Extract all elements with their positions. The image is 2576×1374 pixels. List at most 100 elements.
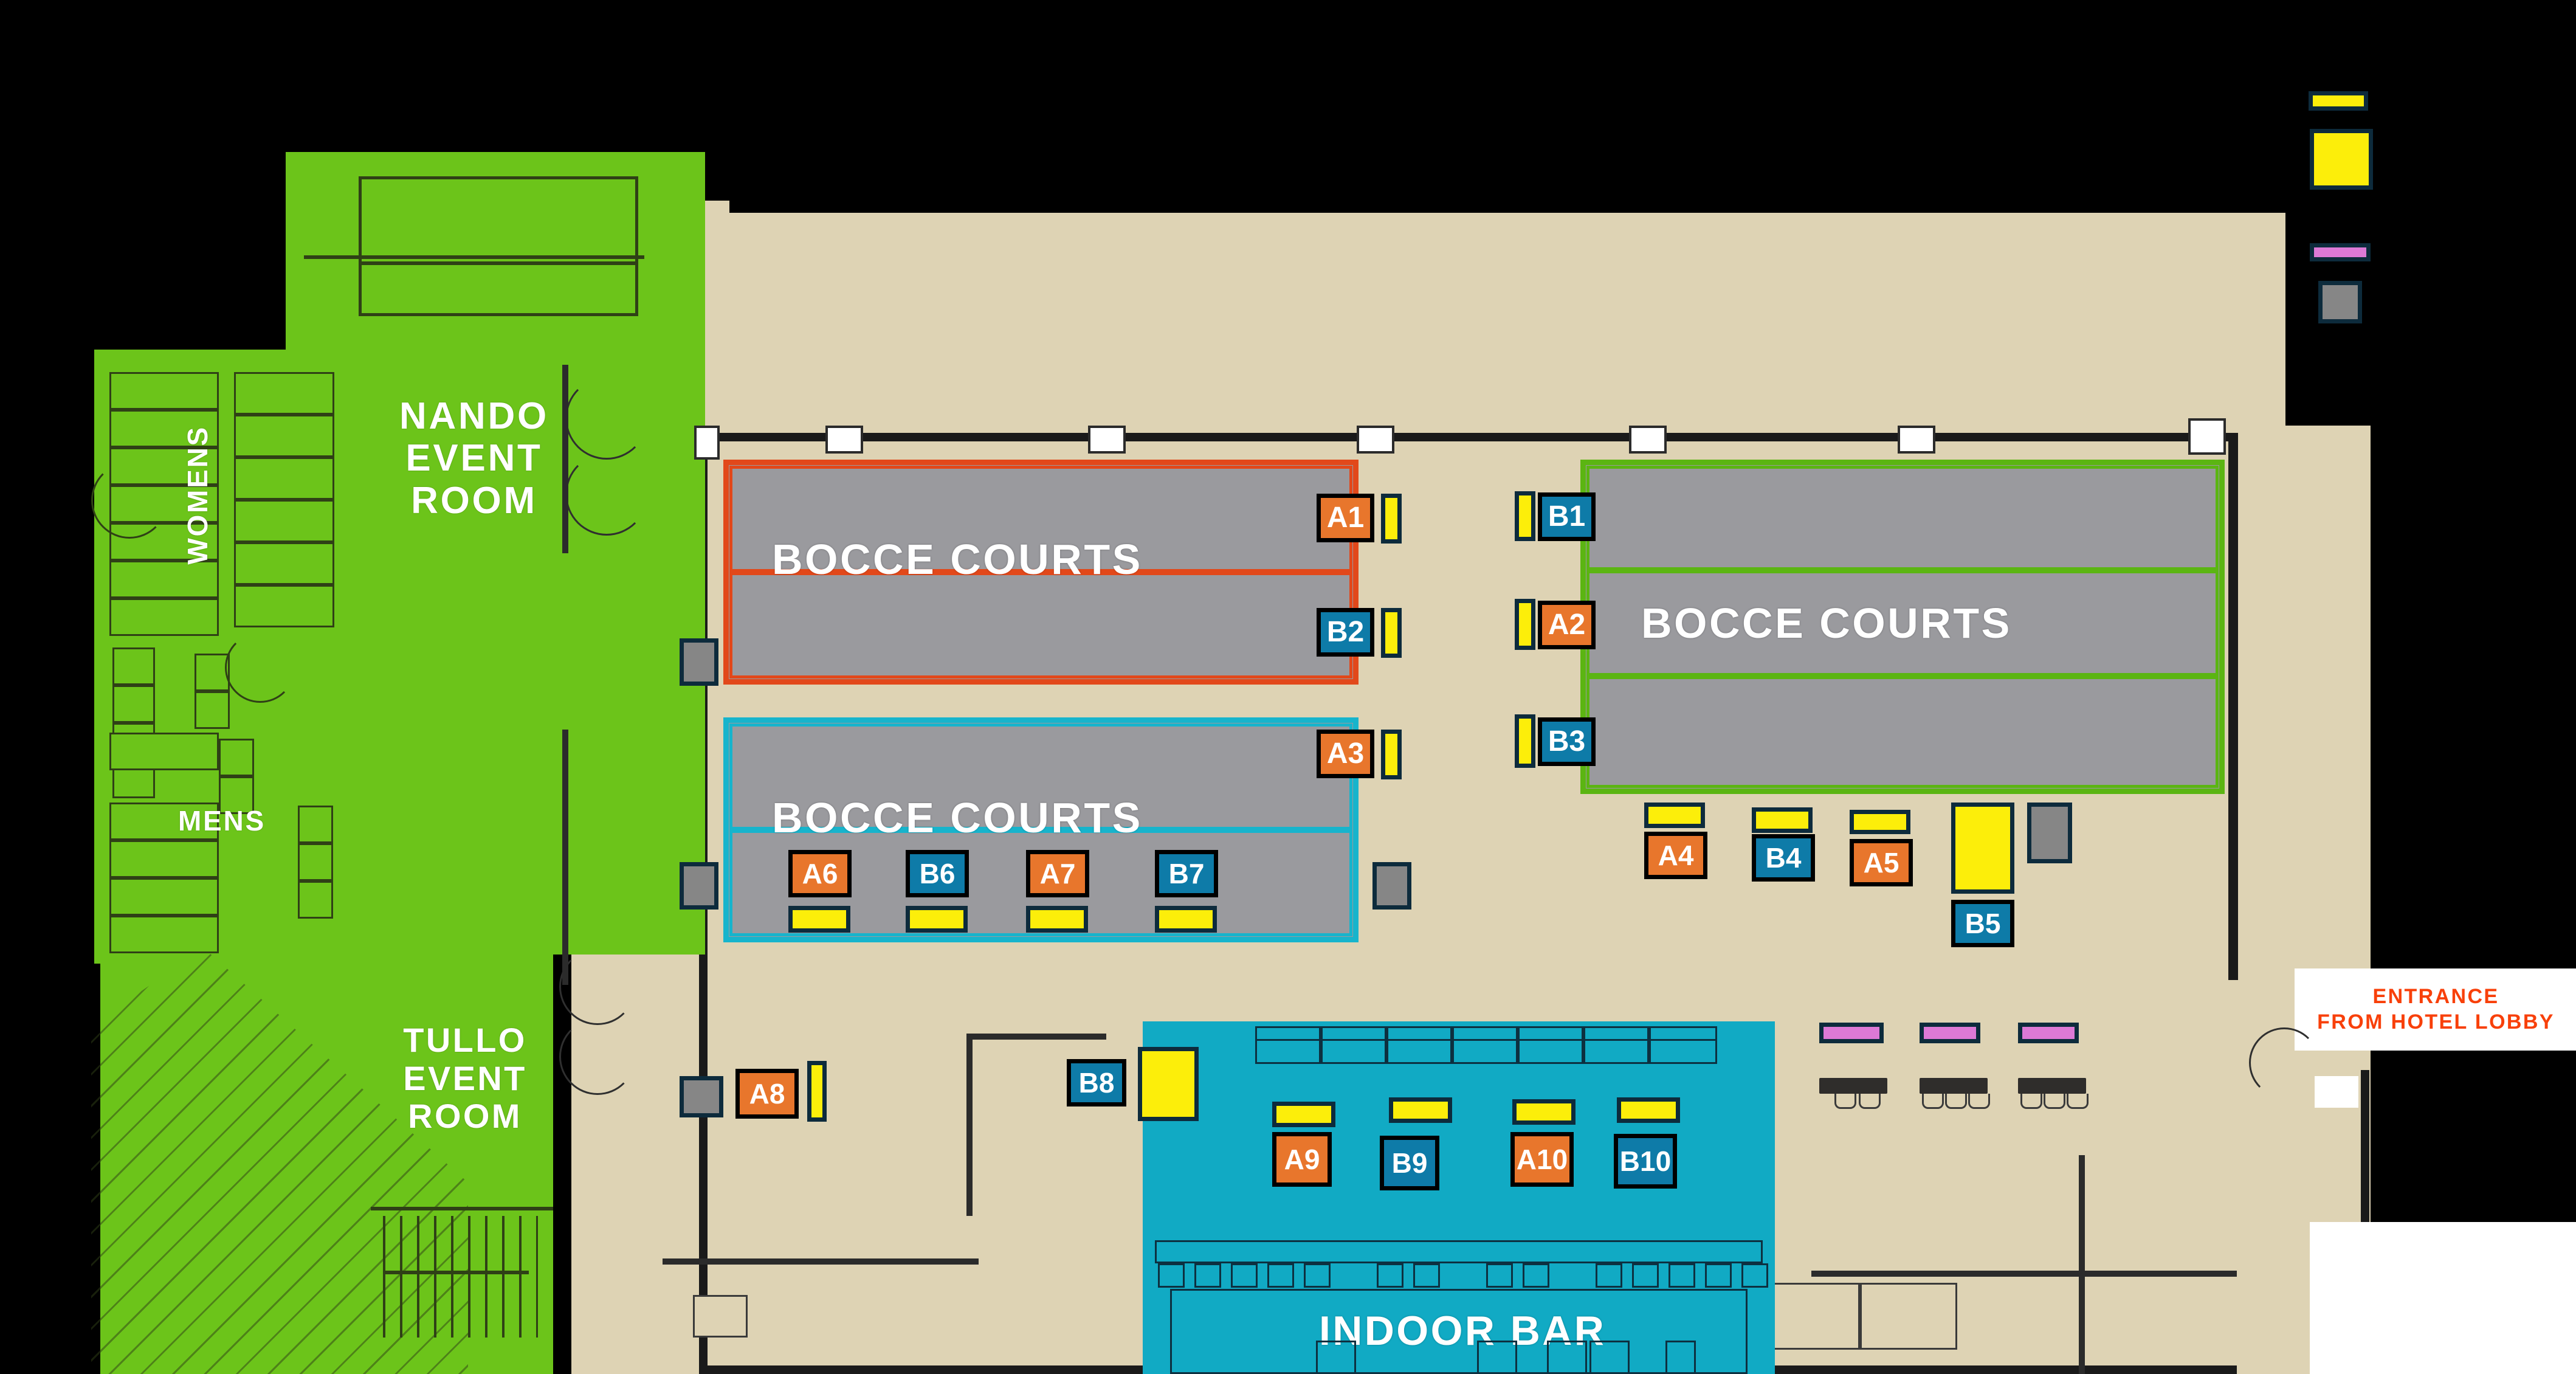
wall-equipment-box xyxy=(1357,426,1394,454)
marker-label: A8 xyxy=(749,1078,785,1110)
marker-A6[interactable]: A6 xyxy=(788,850,852,897)
yellow-marker[interactable] xyxy=(1617,1097,1680,1123)
yellow-marker[interactable] xyxy=(1512,1099,1576,1125)
womens-stall xyxy=(234,457,334,500)
lounge-chair xyxy=(1968,1094,1990,1109)
cabinet-row xyxy=(359,261,635,265)
womens-stall xyxy=(234,372,334,415)
bocce-lane[interactable] xyxy=(729,572,1352,678)
marker-label: B4 xyxy=(1765,842,1802,874)
pink-marker[interactable] xyxy=(2018,1023,2079,1043)
marker-label: A4 xyxy=(1658,840,1694,871)
yellow-marker[interactable] xyxy=(1381,608,1402,658)
bar-counter[interactable] xyxy=(1155,1240,1763,1263)
marker-A10[interactable]: A10 xyxy=(1510,1132,1574,1187)
marker-B6[interactable]: B6 xyxy=(906,850,969,897)
yellow-marker[interactable] xyxy=(1850,810,1910,834)
lounge-chair xyxy=(2044,1094,2065,1109)
bar-stool xyxy=(1523,1263,1549,1288)
marker-label: B10 xyxy=(1619,1145,1672,1177)
bar-service-unit xyxy=(1547,1341,1587,1374)
marker-A7[interactable]: A7 xyxy=(1026,850,1089,897)
yellow-marker[interactable] xyxy=(1381,730,1402,779)
marker-label: B1 xyxy=(1548,500,1586,533)
pink-marker[interactable] xyxy=(1819,1023,1884,1043)
bocce-lane[interactable] xyxy=(1586,570,2219,676)
marker-A3[interactable]: A3 xyxy=(1317,730,1374,778)
womens-stall xyxy=(234,542,334,585)
pink-marker[interactable] xyxy=(1920,1023,1980,1043)
yellow-marker[interactable] xyxy=(1381,494,1402,544)
marker-label: B6 xyxy=(919,858,956,889)
nando-interior-partition xyxy=(359,176,638,316)
womens-stall xyxy=(109,561,219,598)
bottom-detail-box xyxy=(1860,1283,1957,1350)
marker-B7[interactable]: B7 xyxy=(1155,850,1218,897)
legend-pink-bar[interactable] xyxy=(2310,243,2371,261)
womens-stall xyxy=(234,415,334,457)
bocce-lane[interactable] xyxy=(729,466,1352,572)
marker-A2[interactable]: A2 xyxy=(1538,601,1596,649)
marker-B2[interactable]: B2 xyxy=(1317,608,1374,657)
yellow-marker[interactable] xyxy=(1752,807,1813,833)
wall-top-main xyxy=(699,433,2237,441)
legend-yellow-block[interactable] xyxy=(2310,129,2373,190)
indoor-bar-area[interactable] xyxy=(1143,1021,1775,1374)
marker-label: A10 xyxy=(1516,1144,1568,1175)
nando-top-extension xyxy=(286,152,638,274)
yellow-marker[interactable] xyxy=(1515,491,1535,541)
entrance-vestibule xyxy=(2310,1222,2576,1374)
marker-A8[interactable]: A8 xyxy=(735,1069,799,1119)
bocce-lane[interactable] xyxy=(1586,676,2219,788)
marker-B9[interactable]: B9 xyxy=(1380,1136,1439,1190)
yellow-marker[interactable] xyxy=(906,906,968,933)
yellow-marker[interactable] xyxy=(1155,906,1217,933)
yellow-marker[interactable] xyxy=(788,906,850,933)
yellow-marker[interactable] xyxy=(807,1061,827,1122)
legend-gray-block[interactable] xyxy=(2318,281,2362,323)
yellow-marker[interactable] xyxy=(1644,803,1705,828)
marker-A1[interactable]: A1 xyxy=(1317,494,1374,542)
legend-yellow-bar[interactable] xyxy=(2309,91,2368,111)
bar-back-island xyxy=(1170,1289,1748,1374)
marker-B5[interactable]: B5 xyxy=(1951,900,2014,947)
marker-label: A6 xyxy=(802,858,838,889)
marker-label: A1 xyxy=(1326,502,1365,534)
mens-urinal xyxy=(298,881,333,919)
yellow-marker[interactable] xyxy=(1515,599,1535,650)
marker-B4[interactable]: B4 xyxy=(1752,834,1815,882)
wall-right-main xyxy=(2228,433,2238,980)
marker-label: A2 xyxy=(1548,609,1586,641)
lounge-chair xyxy=(2067,1094,2089,1109)
gray-block-marker[interactable] xyxy=(680,1076,723,1117)
marker-A5[interactable]: A5 xyxy=(1850,839,1913,886)
mens-sink xyxy=(219,739,254,776)
yellow-marker[interactable] xyxy=(1389,1097,1452,1123)
womens-sink xyxy=(112,647,155,685)
bar-stool xyxy=(1669,1263,1695,1288)
marker-A4[interactable]: A4 xyxy=(1644,832,1707,879)
marker-B8[interactable]: B8 xyxy=(1067,1059,1126,1106)
bar-stool xyxy=(1413,1263,1440,1288)
bocce-lane[interactable] xyxy=(1586,466,2219,570)
wall-equipment-box xyxy=(694,426,720,460)
yellow-block-marker[interactable] xyxy=(1951,803,2014,894)
mens-sink xyxy=(195,691,230,729)
gray-block-marker[interactable] xyxy=(2027,803,2072,863)
yellow-marker[interactable] xyxy=(1026,906,1088,933)
lounge-chair xyxy=(1922,1094,1944,1109)
floor-pad xyxy=(680,862,718,910)
bar-stool xyxy=(1705,1263,1732,1288)
yellow-marker[interactable] xyxy=(1515,714,1535,768)
yellow-block-marker[interactable] xyxy=(1138,1047,1199,1121)
marker-A9[interactable]: A9 xyxy=(1272,1132,1332,1187)
mens-stall xyxy=(109,840,219,878)
marker-B10[interactable]: B10 xyxy=(1614,1134,1677,1189)
yellow-marker[interactable] xyxy=(1272,1102,1335,1127)
marker-B1[interactable]: B1 xyxy=(1538,492,1596,541)
corridor-post-2 xyxy=(562,730,568,985)
nando-door-arc-2 xyxy=(565,453,648,536)
bocce-lane[interactable] xyxy=(729,723,1352,830)
marker-B3[interactable]: B3 xyxy=(1538,717,1596,766)
